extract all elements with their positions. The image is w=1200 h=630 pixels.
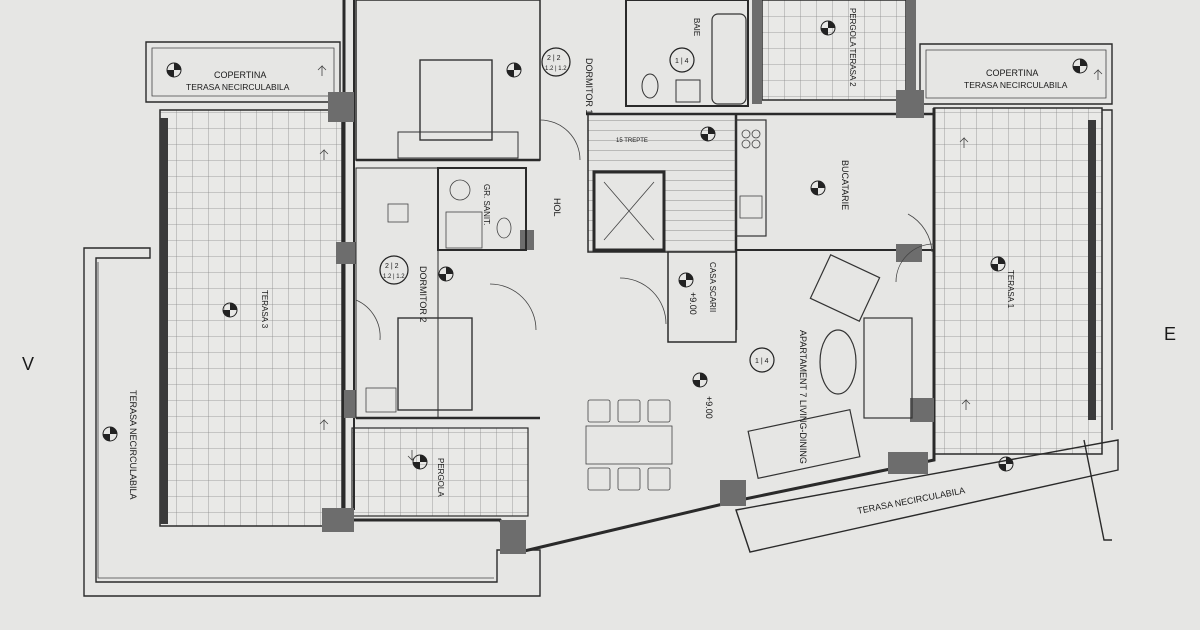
level-main: +9.00 bbox=[704, 396, 714, 419]
tag-dormitor-1-b: 1.2 | 1.2 bbox=[545, 66, 567, 72]
margin-note-right: E bbox=[1164, 324, 1176, 344]
stairs-note: 15 TREPTE bbox=[616, 138, 648, 144]
label-pergola: PERGOLA bbox=[436, 458, 445, 497]
terrace-left-outer bbox=[83, 247, 541, 597]
structural-columns bbox=[322, 90, 934, 554]
tag-dormitor-2-a: 2 | 2 bbox=[385, 263, 399, 270]
level-stair: +9.00 bbox=[688, 292, 698, 315]
terasa-3 bbox=[159, 109, 343, 527]
copertina-right bbox=[919, 43, 1113, 105]
living-dining-furniture bbox=[585, 213, 935, 491]
margin-note-left: V bbox=[22, 354, 34, 374]
casa-scarii bbox=[587, 113, 737, 343]
label-terasa-1: TERASA 1 bbox=[1006, 270, 1015, 309]
label-dormitor-1: DORMITOR 1 bbox=[584, 58, 594, 114]
label-copertina-left: COPERTINA bbox=[214, 70, 266, 80]
tag-dormitor-1-a: 2 | 2 bbox=[547, 55, 561, 62]
bucatarie bbox=[735, 119, 767, 237]
room-labels: DORMITOR 1 BAIE PERGOLA TERASA 2 BUCATAR… bbox=[260, 8, 1015, 497]
direction-arrows bbox=[317, 65, 1103, 461]
label-gr-sanit: GR. SANIT. bbox=[482, 184, 491, 225]
pergola-terasa-2 bbox=[752, 0, 916, 104]
label-terasa-3: TERASA 3 bbox=[260, 290, 269, 329]
dormitor-1 bbox=[355, 0, 581, 161]
terasa-1 bbox=[933, 107, 1113, 455]
label-terasa-necirculabila-left: TERASA NECIRCULABILA bbox=[128, 390, 138, 500]
tag-living: 1 | 4 bbox=[755, 358, 769, 365]
label-living-dining: APARTAMENT 7 LIVING-DINING bbox=[798, 330, 808, 464]
dormitor-2 bbox=[355, 167, 537, 419]
label-hol: HOL bbox=[552, 198, 562, 217]
label-copertina-right-sub: TERASA NECIRCULABILA bbox=[964, 80, 1068, 90]
label-baie: BAIE bbox=[692, 18, 701, 36]
label-copertina-right: COPERTINA bbox=[986, 68, 1038, 78]
level-markers: +9.00 +9.00 bbox=[102, 20, 1088, 472]
pergola-bottom bbox=[351, 427, 529, 517]
baie bbox=[625, 0, 749, 107]
label-pergola-terasa-2: PERGOLA TERASA 2 bbox=[848, 8, 857, 87]
terrace-bottom-right bbox=[735, 439, 1119, 553]
tag-baie: 1 | 4 bbox=[675, 58, 689, 65]
label-bucatarie: BUCATARIE bbox=[840, 160, 850, 210]
label-casa-scarii: CASA SCARII bbox=[708, 262, 717, 312]
tag-dormitor-2-b: 1.2 | 1.2 bbox=[383, 274, 405, 280]
room-tags: 2 | 2 1.2 | 1.2 1 | 4 2 | 2 1.2 | 1.2 1 … bbox=[379, 47, 775, 373]
label-dormitor-2: DORMITOR 2 bbox=[418, 266, 428, 322]
label-copertina-left-sub: TERASA NECIRCULABILA bbox=[186, 82, 290, 92]
